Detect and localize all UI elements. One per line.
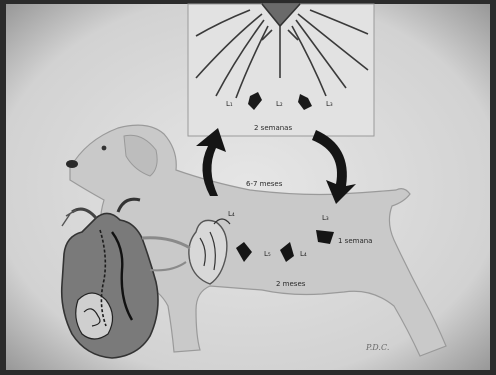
body-duration-2-label: 2 meses [276, 280, 306, 288]
inset-stage-label-1: L₁ [226, 100, 233, 108]
inset-stage-label-3: L₃ [326, 100, 333, 108]
body-stage-label-3: L₄ [300, 250, 307, 258]
mosquito-inset: L₁ L₂ L₃ 2 semanas [188, 4, 374, 136]
inset-duration-label: 2 semanas [254, 124, 292, 132]
body-stage-label-2: L₅ [264, 250, 271, 258]
artist-signature: P.D.C. [365, 343, 389, 352]
body-duration-1-label: 1 semana [338, 237, 372, 245]
inset-stage-label-2: L₂ [276, 100, 283, 108]
dog-nose-icon [66, 160, 78, 168]
body-stage-label-1: L₄ [228, 210, 235, 218]
migration-duration-label: 6-7 meses [246, 180, 283, 188]
body-stage-label-4: L₃ [322, 214, 329, 222]
dog-eye-icon [102, 146, 107, 151]
